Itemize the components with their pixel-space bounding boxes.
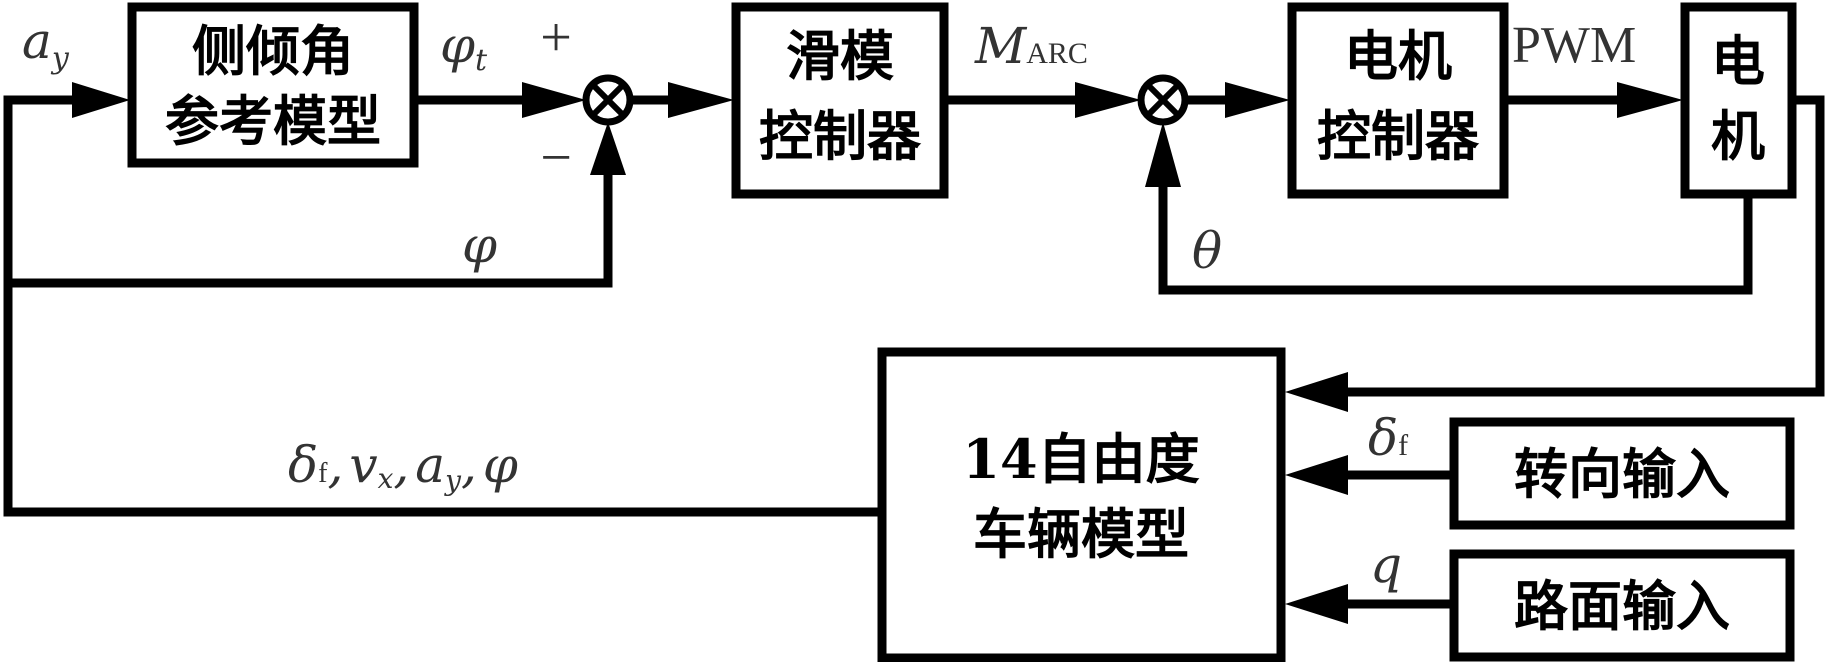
block-motor-controller: 电机 控制器	[1287, 2, 1509, 199]
arrow-road-into-vehicle	[1285, 584, 1348, 624]
label-m-arc: MARC	[974, 17, 1088, 75]
block-steering-input: 转向输入	[1449, 417, 1795, 530]
wire-vehicle-output-bus	[3, 95, 885, 517]
summing-junction-2	[1137, 74, 1189, 126]
label-plus-sign: +	[540, 7, 572, 69]
arrow-steering-into-vehicle	[1285, 455, 1348, 495]
block-vehicle-model: 14自由度 车辆模型	[877, 347, 1286, 662]
reference-model-line-1: 侧倾角	[192, 19, 354, 83]
wire-motor-to-vehicle	[1335, 95, 1825, 397]
arrow-into-sum2	[1075, 82, 1141, 118]
arrow-phi-into-sum1	[590, 122, 626, 175]
summing-junction-1	[582, 74, 634, 126]
motor-controller-line-1: 电机	[1344, 24, 1452, 88]
block-reference-model: 侧倾角 参考模型	[127, 2, 419, 168]
arrow-theta-into-sum2	[1145, 122, 1181, 187]
vehicle-model-line-2: 车辆模型	[973, 502, 1189, 566]
block-motor: 电 机	[1680, 2, 1797, 199]
motor-line-1: 电	[1711, 29, 1765, 93]
arrow-into-reference-model	[72, 82, 130, 118]
smc-line-1: 滑模	[786, 24, 894, 88]
smc-line-2: 控制器	[759, 104, 922, 168]
arrow-into-smc	[668, 82, 734, 118]
label-input-ay: ay	[22, 12, 70, 76]
road-input-label: 路面输入	[1514, 574, 1730, 638]
steering-input-label: 转向输入	[1514, 442, 1730, 506]
block-road-input: 路面输入	[1449, 549, 1795, 662]
motor-controller-line-2: 控制器	[1317, 104, 1480, 168]
arrow-into-sum1	[522, 82, 586, 118]
arrow-into-motor	[1617, 82, 1683, 118]
block-sliding-mode-controller: 滑模 控制器	[731, 2, 949, 199]
label-delta-f: δf	[1368, 409, 1408, 467]
label-theta: θ	[1192, 222, 1222, 280]
label-pwm: PWM	[1512, 17, 1636, 74]
motor-line-2: 机	[1711, 104, 1765, 168]
arrow-into-motor-controller	[1225, 82, 1290, 118]
label-q: q	[1370, 536, 1402, 594]
wire-theta-feedback	[1158, 175, 1753, 295]
label-minus-sign: −	[540, 127, 572, 189]
arrow-motor-into-vehicle	[1285, 372, 1348, 412]
wire-phi-feedback	[3, 165, 613, 288]
reference-model-line-2: 参考模型	[165, 89, 381, 153]
label-phi-feedback: φ	[462, 216, 497, 274]
label-vehicle-outputs: δf,vx,ay,φ	[288, 436, 518, 497]
vehicle-model-line-1: 14自由度	[962, 427, 1199, 491]
label-phi-t: φt	[440, 16, 488, 78]
